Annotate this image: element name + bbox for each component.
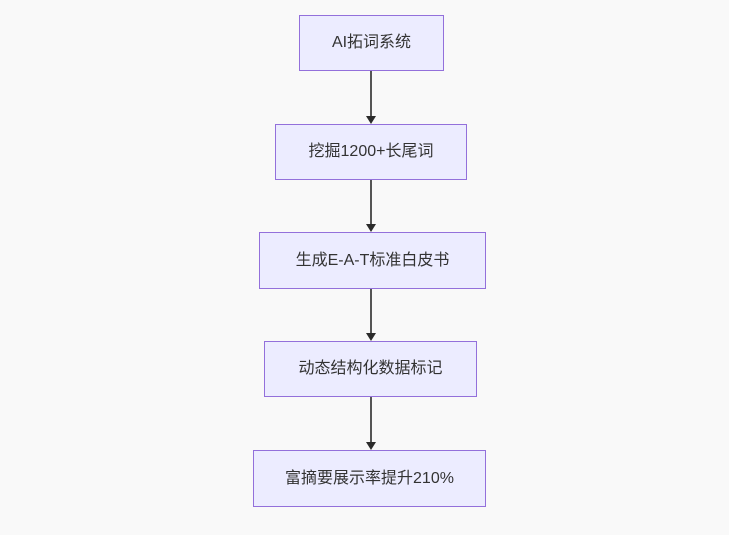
flow-node-label: 富摘要展示率提升210% (285, 469, 454, 487)
arrow-line (370, 289, 372, 334)
flow-node-structured-data-markup: 动态结构化数据标记 (264, 341, 477, 397)
flow-node-label: AI拓词系统 (331, 34, 412, 52)
arrow-line (370, 397, 372, 443)
flow-node-label: 生成E-A-T标准白皮书 (295, 251, 450, 269)
flow-node-eat-whitepaper: 生成E-A-T标准白皮书 (259, 232, 486, 289)
flow-node-label: 挖掘1200+长尾词 (308, 143, 434, 161)
arrow-line (370, 180, 372, 225)
arrow-head-icon (366, 333, 376, 341)
arrow-head-icon (366, 442, 376, 450)
flow-node-rich-snippet-result: 富摘要展示率提升210% (253, 450, 486, 507)
flow-node-ai-keyword-system: AI拓词系统 (299, 15, 444, 71)
flow-node-longtail-mining: 挖掘1200+长尾词 (275, 124, 467, 180)
arrow-line (370, 71, 372, 117)
flow-arrow-2 (366, 180, 376, 232)
arrow-head-icon (366, 224, 376, 232)
flow-arrow-4 (366, 397, 376, 450)
flow-node-label: 动态结构化数据标记 (298, 360, 443, 378)
arrow-head-icon (366, 116, 376, 124)
flow-arrow-3 (366, 289, 376, 341)
flow-arrow-1 (366, 71, 376, 124)
